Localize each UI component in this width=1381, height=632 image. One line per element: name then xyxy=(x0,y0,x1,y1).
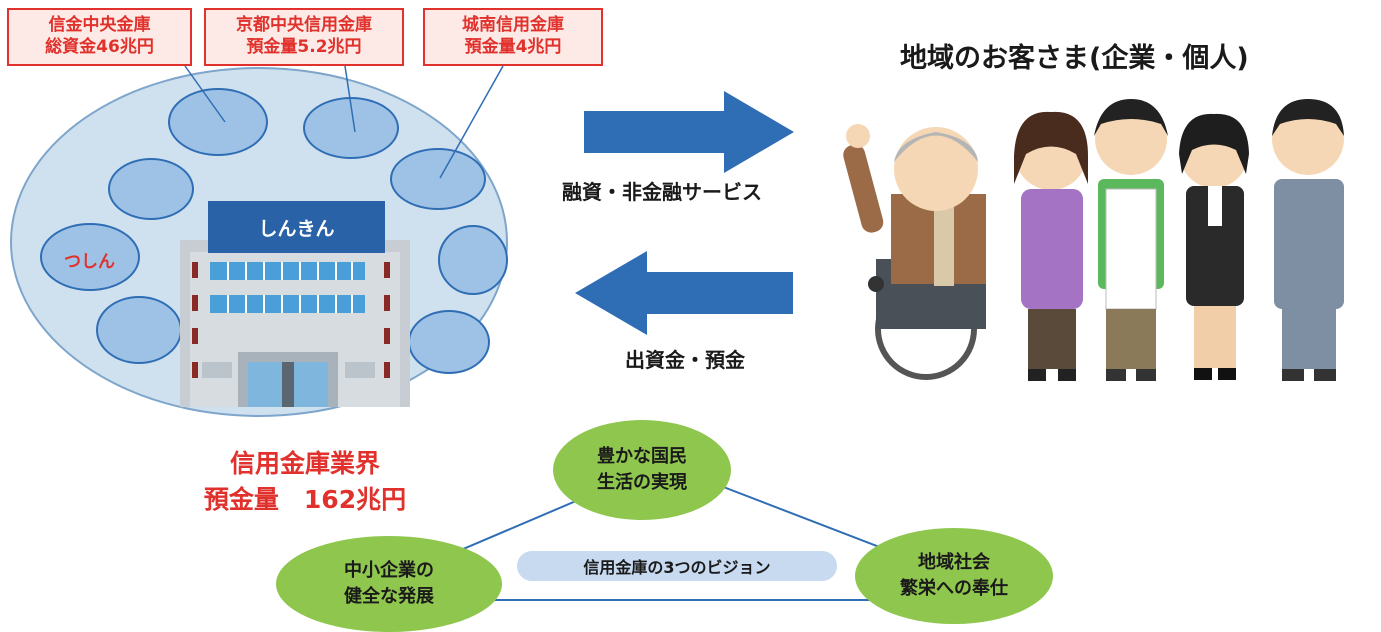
building-sign: しんきん xyxy=(208,201,385,253)
vision-right-line1: 地域社会 xyxy=(918,552,990,573)
vision-caption-label: 信用金庫の3つのビジョン xyxy=(583,558,771,577)
vision-caption: 信用金庫の3つのビジョン xyxy=(517,551,837,581)
member-bubble-tsushin: つしん xyxy=(40,223,140,291)
arrow-left-label: 出資金・預金 xyxy=(625,348,745,372)
arrow-left-icon xyxy=(575,251,793,335)
arrow-right-icon xyxy=(584,91,794,173)
customers-illustration xyxy=(843,99,1344,381)
elder-wheelchair-icon xyxy=(843,124,986,380)
member-bubble xyxy=(108,158,194,220)
member-bubble xyxy=(168,88,268,156)
vision-top-line2: 生活の実現 xyxy=(597,472,687,493)
vision-right: 地域社会 繁栄への奉仕 xyxy=(855,528,1053,624)
vision-left: 中小企業の 健全な発展 xyxy=(276,536,502,632)
member-bubble xyxy=(408,310,490,374)
callout-line1: 信金中央金庫 xyxy=(48,15,151,35)
woman-purple-icon xyxy=(1014,111,1088,381)
building-sign-label: しんきん xyxy=(258,217,335,240)
callout-line2: 総資金46兆円 xyxy=(45,37,154,57)
customers-title: 地域のお客さま(企業・個人) xyxy=(900,43,1249,74)
callout-kyoto-chuo: 京都中央信用金庫 預金量5.2兆円 xyxy=(204,8,404,66)
callout-line1: 城南信用金庫 xyxy=(462,15,564,35)
building-illustration xyxy=(180,232,410,407)
vision-right-line2: 繁栄への奉仕 xyxy=(900,578,1008,599)
vision-top-line1: 豊かな国民 xyxy=(597,446,687,467)
woman-suit-icon xyxy=(1179,113,1249,380)
member-bubble xyxy=(96,296,182,364)
callout-shinkin-central: 信金中央金庫 総資金46兆円 xyxy=(7,8,192,66)
member-bubble xyxy=(390,148,486,210)
member-bubble xyxy=(438,225,508,295)
industry-total: 信用金庫業界 預金量 162兆円 xyxy=(190,446,420,518)
callout-line2: 預金量5.2兆円 xyxy=(246,37,362,57)
tsushin-label: つしん xyxy=(64,252,115,272)
industry-line1: 信用金庫業界 xyxy=(229,449,380,478)
vision-left-line2: 健全な発展 xyxy=(344,586,434,607)
man-apron-icon xyxy=(1094,99,1168,381)
vision-top: 豊かな国民 生活の実現 xyxy=(553,420,731,520)
building-icon xyxy=(180,240,410,407)
industry-line2: 預金量 162兆円 xyxy=(203,485,407,514)
arrow-right-label: 融資・非金融サービス xyxy=(562,180,762,204)
man-worker-icon xyxy=(1272,99,1344,381)
vision-left-line1: 中小企業の xyxy=(344,560,434,581)
callout-line1: 京都中央信用金庫 xyxy=(236,15,372,35)
callout-jonan: 城南信用金庫 預金量4兆円 xyxy=(423,8,603,66)
callout-line2: 預金量4兆円 xyxy=(464,37,562,57)
